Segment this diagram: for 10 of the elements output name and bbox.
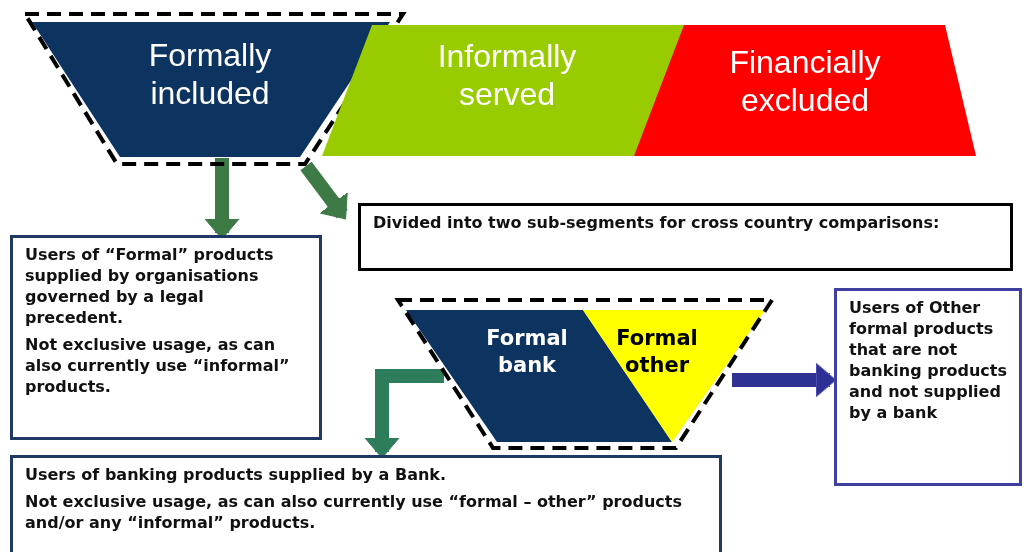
segment-label: Formally included [147,36,273,112]
segment-label: Formal other [615,325,699,379]
text-box: Users of Other formal products that are not banking products and not supplied by a bank [834,288,1022,486]
block-arrow [300,161,348,220]
segment-label: Formal bank [485,325,569,379]
segment-label: Informally served [436,37,578,113]
text-box: Users of banking products supplied by a Bank. Not exclusive usage, as can also currently use “formal – other” products and/or any “informal” products. [10,455,722,552]
segment-label: Financially excluded [728,43,882,119]
text-box: Divided into two sub-segments for cross country comparisons: [358,203,1013,271]
text-box: Users of “Formal” products supplied by organisations governed by a legal precedent. Not exclusive usage, as can also currently use “informal” products. [10,235,322,440]
